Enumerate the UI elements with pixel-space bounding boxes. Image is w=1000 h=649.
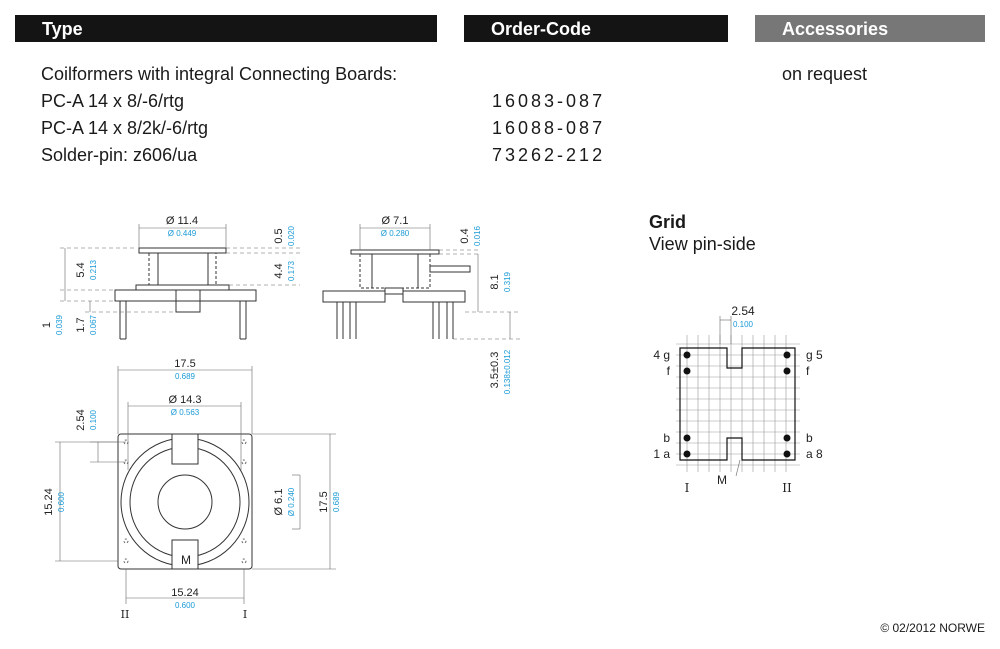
- tv-side-left: II: [121, 608, 130, 621]
- tv-side-right: I: [243, 608, 247, 621]
- product-type-3: Solder-pin: z606/ua: [41, 145, 198, 165]
- dim-tv-side-in: 0.689: [332, 491, 341, 512]
- accessories-note: on request: [782, 64, 868, 84]
- dim-tv-pitch-in: 0.100: [89, 409, 98, 430]
- dim-s1-board-in: 0.067: [89, 314, 98, 335]
- dim-s1-board: 1.7: [75, 317, 87, 332]
- dim-s2-top: 0.4: [459, 228, 471, 243]
- dim-tv-side: 17.5: [318, 491, 330, 512]
- dim-s1-width-in: Ø 0.449: [168, 229, 197, 238]
- dim-s2-height-in: 0.319: [503, 271, 512, 292]
- product-code-1: 16083-087: [492, 91, 606, 111]
- product-intro: Coilformers with integral Connecting Boa…: [41, 64, 398, 84]
- top-view: [55, 366, 336, 604]
- pin-label-1a: 1 a: [653, 447, 670, 461]
- product-code-3: 73262-212: [492, 145, 606, 165]
- type-header: Type: [15, 15, 437, 42]
- side-view-1: [60, 224, 300, 340]
- accessories-header: Accessories: [755, 15, 985, 42]
- dim-tv-bottom: 15.24: [171, 587, 199, 599]
- dim-s1-width: Ø 11.4: [166, 215, 198, 227]
- copyright: © 02/2012 NORWE: [880, 621, 985, 635]
- dim-tv-height: 15.24: [43, 488, 55, 516]
- dim-tv-pitch: 2.54: [75, 409, 87, 430]
- grid-pitch-in: 0.100: [733, 320, 754, 329]
- dim-s1-height: 5.4: [75, 262, 87, 277]
- grid-marker: M: [717, 473, 727, 487]
- dim-tv-dia-in: Ø 0.563: [171, 408, 200, 417]
- dim-s1-top-in: 0.020: [287, 225, 296, 246]
- dim-s1-top: 0.5: [273, 228, 285, 243]
- dim-tv-bottom-in: 0.600: [175, 601, 196, 610]
- order-code-header: Order-Code: [464, 15, 728, 42]
- dim-tv-width: 17.5: [174, 358, 195, 370]
- pin-label-left-b: b: [663, 431, 670, 445]
- dim-s1-base: 1: [41, 322, 53, 328]
- dim-s1-height-in: 0.213: [89, 259, 98, 280]
- grid-pitch: 2.54: [731, 304, 755, 318]
- pin-grid-diagram: [676, 316, 800, 477]
- product-type-1: PC-A 14 x 8/-6/rtg: [41, 91, 185, 111]
- dim-tv-core: Ø 6.1: [273, 489, 285, 516]
- dim-s1-inner-in: 0.173: [287, 260, 296, 281]
- pin-dots: [683, 351, 791, 458]
- dim-tv-dia: Ø 14.3: [168, 394, 201, 406]
- dim-s1-inner: 4.4: [273, 263, 285, 278]
- pin-label-a8: a 8: [806, 447, 823, 461]
- pin-label-4g: 4 g: [653, 348, 670, 362]
- accessories-header-label: Accessories: [782, 19, 889, 39]
- dim-s2-pin-in: 0.138±0.012: [503, 349, 512, 394]
- dim-s2-top-in: 0.016: [473, 225, 482, 246]
- product-code-2: 16088-087: [492, 118, 606, 138]
- dim-s1-base-in: 0.039: [55, 314, 64, 335]
- tv-marker: M: [181, 553, 191, 567]
- dim-s2-pin: 3.5±0.3: [489, 352, 501, 389]
- type-header-label: Type: [42, 19, 83, 39]
- grid-title: Grid: [649, 212, 687, 232]
- grid-side-right: II: [782, 481, 792, 495]
- pin-label-right-f: f: [806, 364, 810, 378]
- pin-label-left-f: f: [667, 364, 671, 378]
- dim-s2-width-in: Ø 0.280: [381, 229, 410, 238]
- dim-tv-height-in: 0.600: [57, 491, 66, 512]
- grid-subtitle: View pin-side: [649, 234, 756, 254]
- dim-tv-width-in: 0.689: [175, 372, 196, 381]
- dim-tv-core-in: Ø 0.240: [287, 487, 296, 516]
- grid-side-left: I: [685, 481, 690, 495]
- product-type-2: PC-A 14 x 8/2k/-6/rtg: [41, 118, 209, 138]
- order-code-header-label: Order-Code: [491, 19, 592, 39]
- pin-label-right-b: b: [806, 431, 813, 445]
- pin-label-g5: g 5: [806, 348, 823, 362]
- side-view-2: [322, 224, 520, 340]
- dim-s2-width: Ø 7.1: [382, 215, 409, 227]
- dim-s2-height: 8.1: [489, 274, 501, 289]
